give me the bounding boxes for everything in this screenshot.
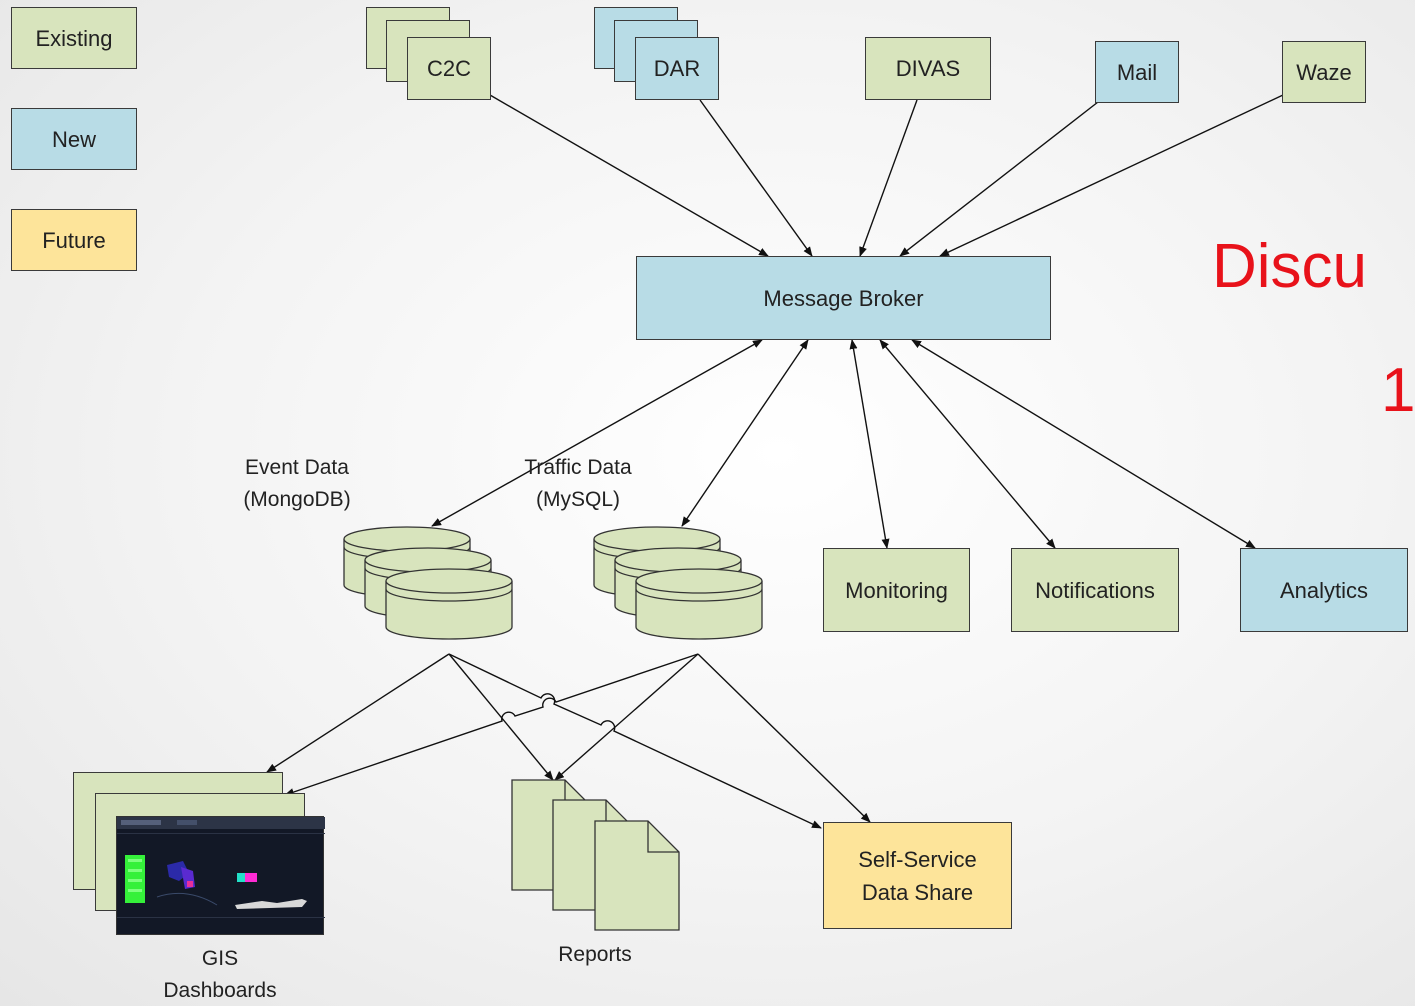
legend-future: Future [11,209,137,271]
event-data-label: Event Data (MongoDB) [214,452,380,515]
overlay-text-line2: 1 [1381,356,1415,425]
arrow-traffic-selfservice [697,653,871,823]
c2c-label: C2C [426,56,471,81]
overlay-text-line1: Discu [1212,232,1368,301]
reports-label: Reports [558,943,632,966]
legend-existing: Existing [11,7,137,69]
arrow-mail-broker [899,101,1099,257]
self-service-line1: Self-Service [858,846,977,872]
traffic-data-db-icon [593,526,763,640]
analytics-node: Analytics [1240,548,1408,632]
traffic-data-label: Traffic Data (MySQL) [498,452,658,515]
legend-future-label: Future [42,227,106,253]
self-service-line2: Data Share [861,879,974,905]
self-service-data-share-node: Self-Service Data Share [823,822,1012,929]
event-data-db-icon [343,526,513,640]
gis-dashboards-label: GIS Dashboards [140,943,300,1006]
arrow-broker-trafficdata [681,339,809,527]
legend-new: New [11,108,137,170]
mail-node: Mail [1095,41,1179,103]
mail-label: Mail [1116,59,1158,85]
legend-new-label: New [51,126,96,152]
gis-label-line2: Dashboards [163,978,277,1002]
monitoring-label: Monitoring [845,577,948,603]
arrow-divas-broker [859,99,918,257]
arrow-traffic-gis [284,653,699,796]
arrow-c2c-broker [489,94,769,257]
arrow-event-selfservice [448,653,822,829]
analytics-label: Analytics [1279,577,1369,603]
gis-label-line1: GIS [201,947,239,970]
notifications-node: Notifications [1011,548,1179,632]
monitoring-node: Monitoring [823,548,970,632]
arrow-event-gis [266,653,450,773]
traffic-data-title: Traffic Data [524,456,632,479]
dashboard-thumbnail [117,817,325,918]
arrow-broker-analytics [911,339,1256,549]
dar-label: DAR [653,56,701,81]
c2c-node: C2C [407,37,491,100]
notifications-label: Notifications [1035,577,1155,603]
event-data-title: Event Data [245,456,349,479]
arrow-waze-broker [939,94,1284,257]
arrow-event-reports [448,653,554,781]
reports-document-icon [511,779,680,931]
message-broker-label: Message Broker [763,285,924,311]
waze-label: Waze [1296,59,1352,85]
legend-existing-label: Existing [35,25,113,51]
divas-label: DIVAS [895,56,961,81]
gis-dashboard-screenshot [116,816,325,935]
arrow-traffic-reports [554,653,699,781]
message-broker-node: Message Broker [636,256,1051,340]
event-data-engine: (MongoDB) [243,487,351,511]
waze-node: Waze [1282,41,1366,103]
arrow-dar-broker [699,99,813,257]
divas-node: DIVAS [865,37,991,100]
dar-node: DAR [635,37,719,100]
traffic-data-engine: (MySQL) [536,487,620,511]
